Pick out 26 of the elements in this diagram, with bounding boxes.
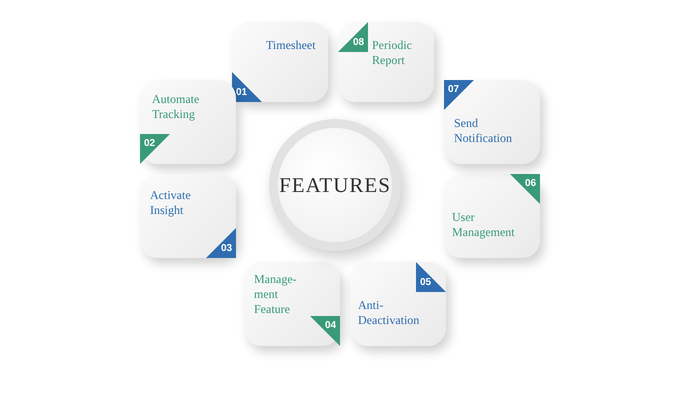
petal-card xyxy=(350,262,446,346)
feature-label: Timesheet xyxy=(266,38,317,53)
petal-card xyxy=(140,174,236,258)
feature-label: Automate Tracking xyxy=(152,92,200,122)
number-badge: 08 xyxy=(338,22,368,52)
petal-card xyxy=(338,22,434,102)
number-badge: 05 xyxy=(416,262,446,292)
number-badge: 04 xyxy=(310,316,340,346)
feature-label: User Management xyxy=(452,210,516,240)
feature-label: Activate Insight xyxy=(150,188,192,218)
title-text: FEATURES xyxy=(279,172,391,198)
petal-card xyxy=(232,22,328,102)
petal-card xyxy=(444,174,540,258)
feature-label: Periodic Report xyxy=(372,38,413,68)
petal-card xyxy=(444,80,540,164)
feature-label: Send Notification xyxy=(454,116,513,146)
number-badge: 03 xyxy=(206,228,236,258)
center-circle xyxy=(278,128,392,242)
feature-label: Anti- Deactivation xyxy=(358,298,420,328)
petal-card xyxy=(244,262,340,346)
feature-label: Manage- ment Feature xyxy=(254,272,298,317)
petal-card xyxy=(140,80,236,164)
number-badge: 07 xyxy=(444,80,474,110)
number-badge: 06 xyxy=(510,174,540,204)
number-badge: 01 xyxy=(232,72,262,102)
number-badge: 02 xyxy=(140,134,170,164)
